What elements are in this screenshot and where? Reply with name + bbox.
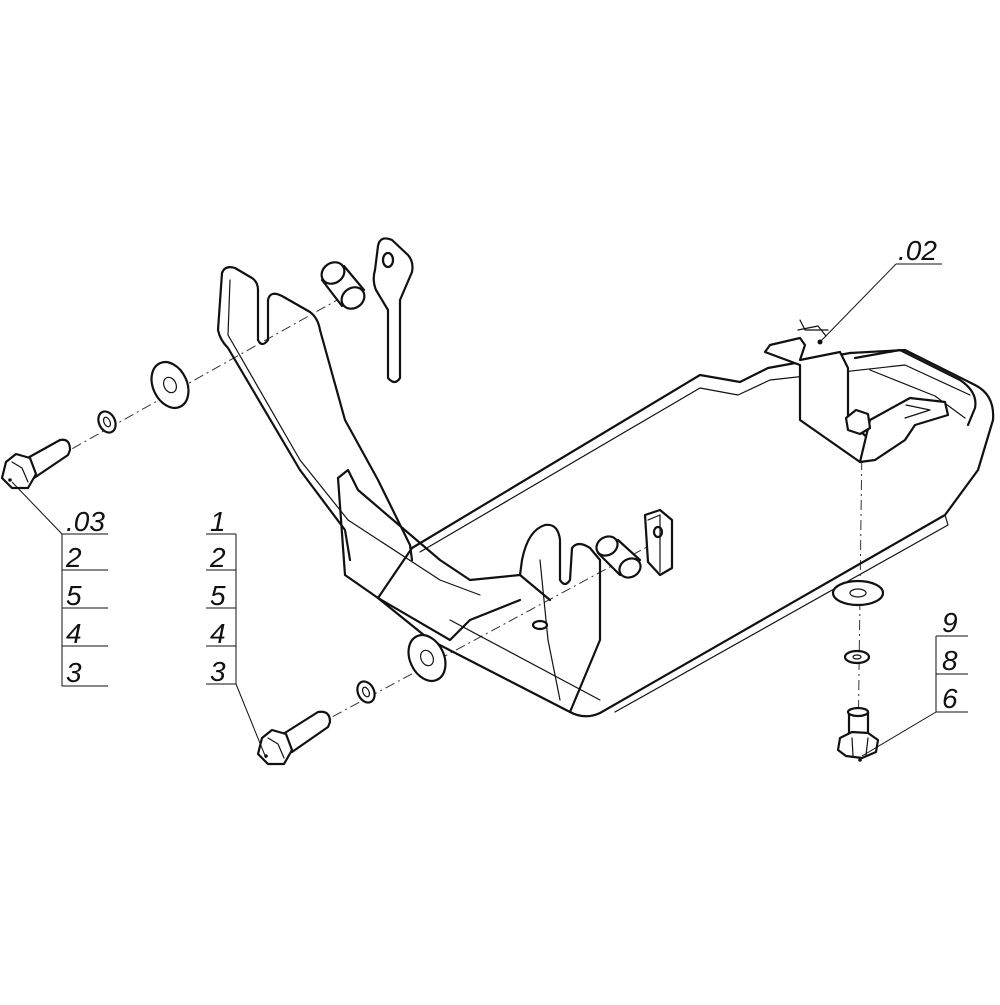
lock-washer-middle (356, 680, 376, 704)
callout-middle-label-5: 3 (210, 656, 226, 687)
lock-washer-right (843, 649, 871, 665)
lock-washer-left (97, 410, 117, 434)
callout-bottom-right-label-1: 9 (942, 607, 958, 638)
callout-left: .03 2 5 4 3 (11, 481, 108, 688)
flat-washer-left (150, 360, 190, 410)
rear-upright-lug (518, 508, 674, 714)
fastener-set-middle (256, 633, 447, 766)
fastener-set-left (0, 360, 190, 490)
callout-left-label-1: .03 (66, 506, 105, 537)
front-upright-bracket (216, 266, 552, 642)
hex-bolt-middle (256, 710, 332, 766)
callout-middle-label-4: 4 (210, 618, 226, 649)
callout-middle: 1 2 5 4 3 (206, 506, 267, 759)
hex-bolt-left (0, 438, 72, 490)
callout-middle-label-2: 2 (209, 542, 226, 573)
callout-bottom-right-label-3: 6 (942, 683, 958, 714)
callout-top-right: .02 (819, 235, 942, 343)
assembly-axes (19, 289, 863, 751)
callout-bottom-right-label-2: 8 (942, 645, 958, 676)
callout-left-label-5: 3 (66, 657, 82, 688)
callout-middle-label-1: 1 (210, 506, 226, 537)
callout-bottom-right: 9 8 6 (861, 607, 968, 757)
flat-washer-middle (407, 633, 447, 683)
callout-left-label-2: 2 (65, 542, 82, 573)
skid-plate-body (376, 348, 995, 718)
callout-middle-label-3: 5 (210, 580, 226, 611)
callout-left-label-3: 5 (66, 580, 82, 611)
flat-link-plate (372, 237, 414, 384)
flat-washer-right (831, 579, 885, 607)
rear-bracket (763, 319, 950, 464)
spacer-bushing-top (320, 261, 366, 310)
spacer-bushing-rear (595, 535, 642, 579)
fastener-set-right (831, 579, 885, 762)
callout-top-right-label: .02 (898, 235, 937, 266)
hex-bolt-right (836, 706, 880, 762)
top-bushing-and-link (320, 237, 414, 384)
callout-left-label-4: 4 (66, 618, 82, 649)
